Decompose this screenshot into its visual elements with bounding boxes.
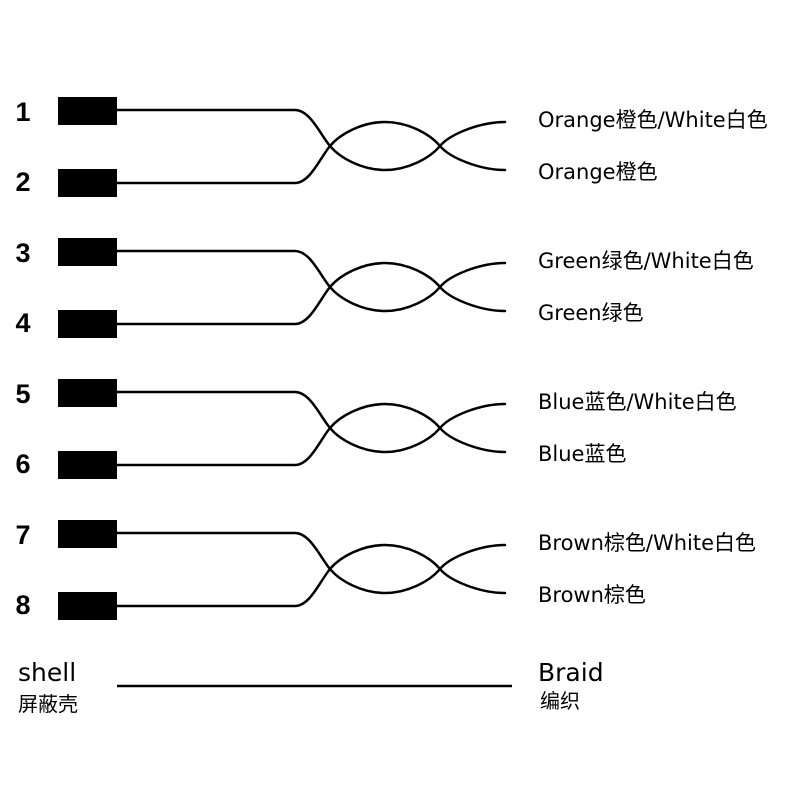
wire-label-6: Blue蓝色	[538, 442, 627, 466]
shell-label: shell	[18, 658, 77, 687]
pin-6-contact	[58, 451, 117, 479]
twisted-pair-3	[58, 379, 507, 479]
wire-label-8: Brown棕色	[538, 583, 646, 607]
pair-3-labels: 5 6 Blue蓝色/White白色 Blue蓝色	[0, 282, 800, 482]
pin-5-contact	[58, 379, 117, 407]
pin-number-7: 7	[15, 520, 31, 550]
wire-pin-6	[115, 402, 507, 467]
pin-number-4: 4	[15, 308, 31, 338]
pin-7-contact	[58, 520, 117, 548]
pair-4-labels: 7 8 Brown棕色/White白色 Brown棕色	[0, 423, 800, 623]
pin-number-6: 6	[15, 449, 31, 479]
wire-pin-1	[115, 108, 507, 172]
pin-4-contact	[58, 310, 117, 338]
wire-label-5: Blue蓝色/White白色	[538, 390, 737, 414]
wire-pin-5	[115, 390, 507, 454]
wire-pin-7	[115, 531, 507, 595]
pin-number-5: 5	[15, 379, 31, 409]
wire-pin-2	[115, 120, 507, 185]
pair-2-labels: 3 4 Green绿色/White白色 Green绿色	[0, 141, 800, 341]
pin-number-3: 3	[15, 238, 31, 268]
pin-number-2: 2	[15, 167, 31, 197]
braid-label-zh: 编织	[540, 689, 580, 713]
pin-number-8: 8	[15, 590, 31, 620]
wire-label-7: Brown棕色/White白色	[538, 531, 757, 555]
wire-pin-4	[115, 261, 507, 326]
wire-label-4: Green绿色	[538, 301, 644, 325]
wire-pin-8	[115, 543, 507, 608]
pin-number-1: 1	[15, 97, 31, 127]
wire-label-1: Orange橙色/White白色	[538, 108, 768, 132]
wire-label-3: Green绿色/White白色	[538, 249, 754, 273]
pin-3-contact	[58, 238, 117, 266]
braid-label: Braid	[538, 658, 604, 687]
twisted-pair-2	[58, 238, 507, 338]
twisted-pair-4	[58, 520, 507, 620]
pair-1-labels: 1 2 Orange橙色/White白色 Orange橙色	[0, 0, 800, 200]
pin-8-contact	[58, 592, 117, 620]
wire-pin-3	[115, 249, 507, 313]
shell-label-zh: 屏蔽壳	[18, 692, 78, 716]
twisted-pair-1	[58, 97, 507, 197]
pin-1-contact	[58, 97, 117, 125]
wire-label-2: Orange橙色	[538, 160, 658, 184]
pin-2-contact	[58, 169, 117, 197]
